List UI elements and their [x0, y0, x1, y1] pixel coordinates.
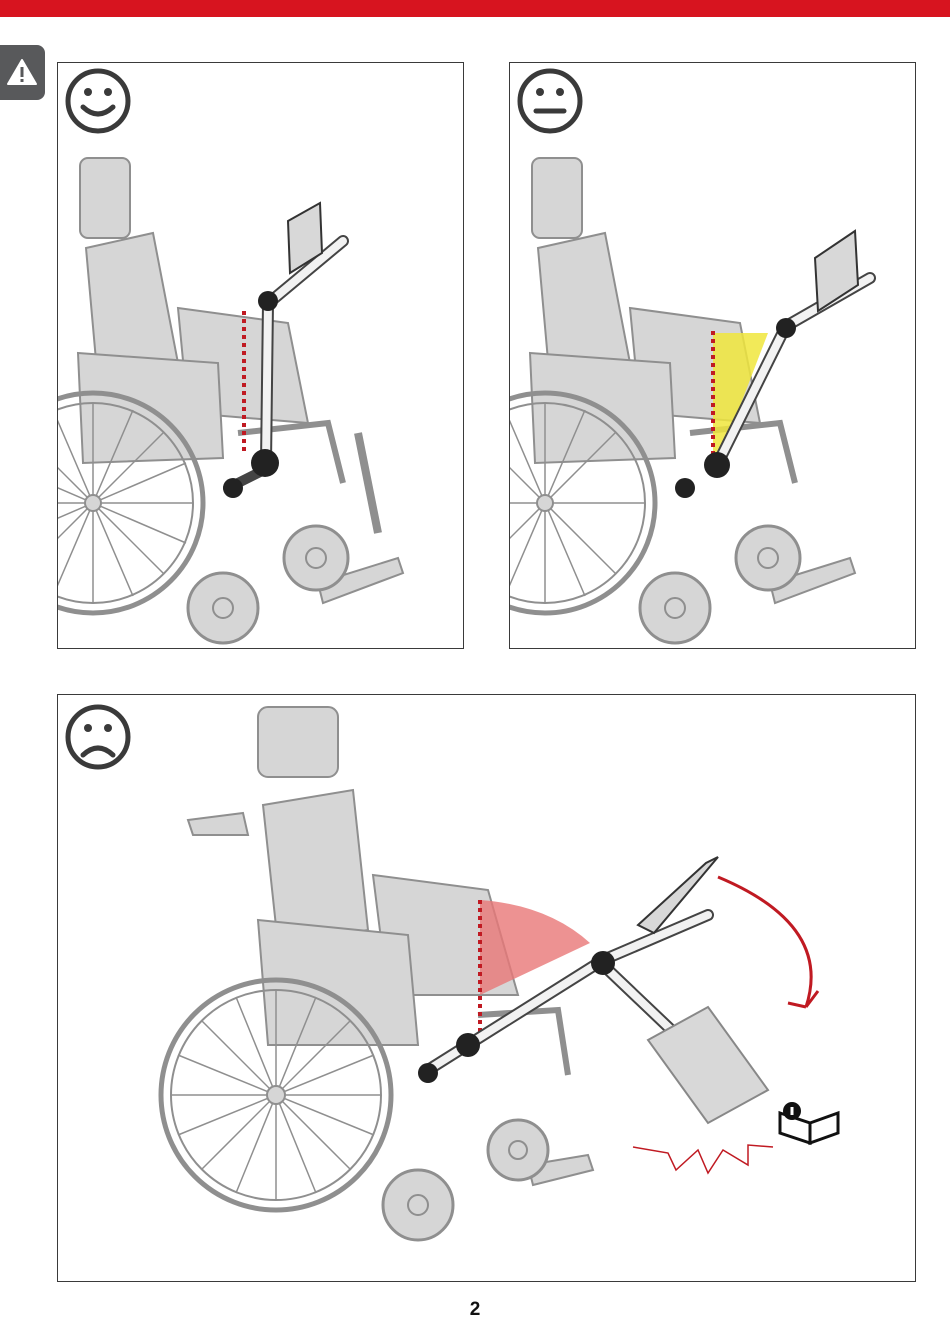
safe-zone-sector — [713, 333, 768, 458]
illustration-panel-correct — [57, 62, 464, 649]
page-number: 2 — [0, 1299, 950, 1321]
wheelchair-illustration — [58, 158, 403, 643]
warning-tab — [0, 45, 45, 100]
smiley-sad-icon — [68, 707, 128, 767]
header-brand-bar — [0, 0, 950, 17]
smiley-happy-icon — [68, 71, 128, 131]
impact-burst — [633, 1145, 773, 1173]
wheelchair-illustration — [161, 707, 593, 1240]
illustration-panel-acceptable — [509, 62, 916, 649]
wheelchair-illustration — [510, 158, 855, 643]
tablet-device — [815, 231, 858, 311]
swing-direction-arrow — [718, 877, 811, 1007]
warning-triangle-icon — [6, 58, 38, 86]
smiley-neutral-icon — [520, 71, 580, 131]
info-manual-icon — [780, 1102, 838, 1143]
illustration-panel-incorrect — [57, 694, 916, 1282]
